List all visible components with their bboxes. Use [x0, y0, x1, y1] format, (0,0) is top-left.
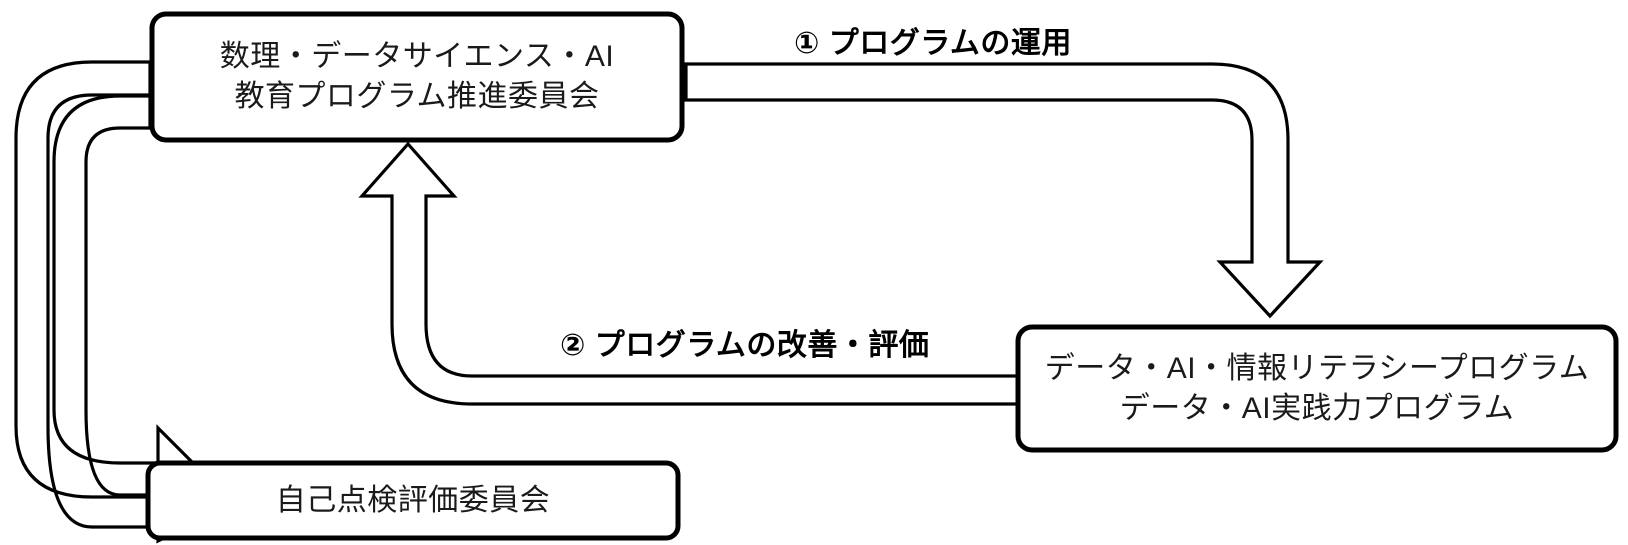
edge-label-program-improvement: ② プログラムの改善・評価 — [560, 329, 930, 362]
arrow-program-improvement — [358, 141, 1022, 406]
box-committee-shape — [149, 11, 685, 143]
box-self-check-shape — [145, 460, 681, 541]
edge-label-program-operation: ① プログラムの運用 — [794, 27, 1072, 60]
arrow-program-operation — [684, 62, 1324, 319]
box-programs-shape — [1015, 324, 1619, 453]
